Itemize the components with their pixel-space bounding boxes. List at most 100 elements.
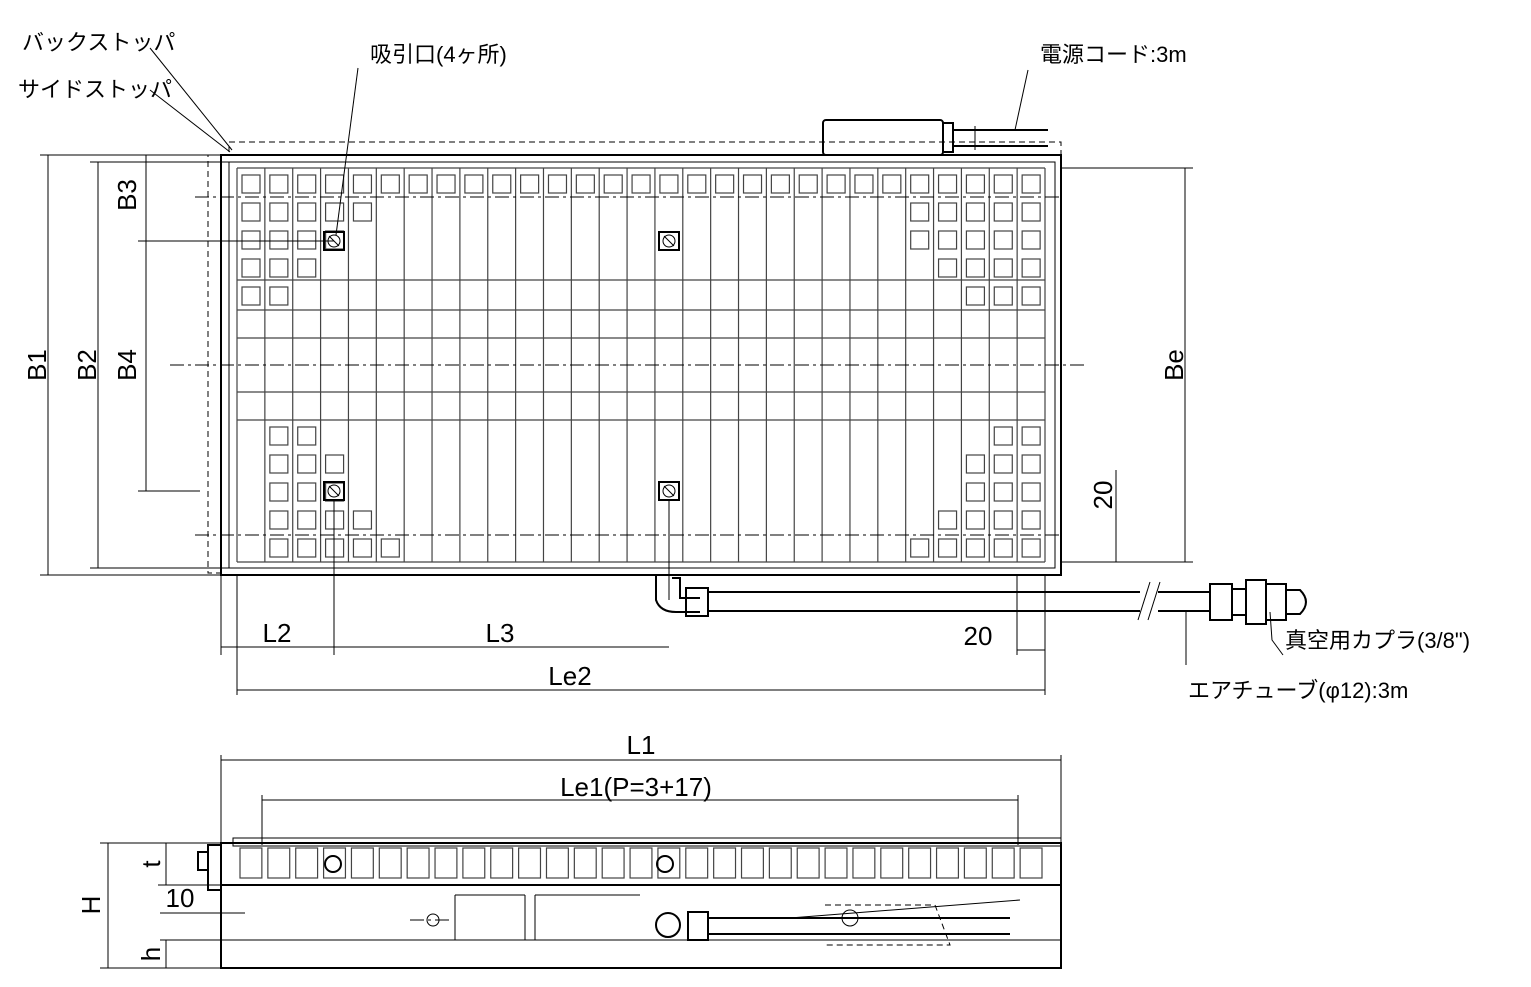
pole-square bbox=[241, 230, 261, 250]
pole-square bbox=[965, 482, 986, 502]
label-side-stopper: サイドストッパ bbox=[18, 77, 172, 102]
pole-square bbox=[380, 538, 400, 558]
pole-square bbox=[324, 454, 345, 474]
pole-square bbox=[1021, 286, 1041, 306]
vacuum-coupler bbox=[1209, 579, 1307, 625]
dim-le2: Le2 bbox=[548, 661, 591, 691]
pole-square bbox=[269, 174, 289, 194]
top-view bbox=[40, 47, 1307, 695]
side-pole-tooth bbox=[1019, 847, 1043, 879]
side-pole-tooth bbox=[239, 847, 263, 879]
side-pole-tooth bbox=[963, 847, 987, 879]
pole-square bbox=[910, 538, 930, 558]
pole-square bbox=[492, 174, 512, 194]
pole-square bbox=[882, 174, 902, 194]
label-back-stopper: バックストッパ bbox=[22, 30, 175, 55]
side-bolt bbox=[656, 855, 674, 873]
pole-square bbox=[324, 510, 345, 530]
side-view bbox=[100, 755, 1062, 969]
pole-square bbox=[937, 538, 958, 558]
side-pole-tooth bbox=[657, 847, 681, 879]
pole-square bbox=[1021, 454, 1041, 474]
pole-square bbox=[937, 258, 958, 278]
pole-square bbox=[547, 174, 568, 194]
pole-square bbox=[1021, 202, 1041, 222]
leader-suction-port bbox=[335, 67, 359, 236]
pole-square bbox=[993, 202, 1013, 222]
side-pole-tooth bbox=[685, 847, 709, 879]
dim-b3: B3 bbox=[112, 179, 142, 211]
pole-square bbox=[965, 538, 986, 558]
pole-square bbox=[603, 174, 623, 194]
pole-square bbox=[324, 174, 345, 194]
side-pole-tooth bbox=[852, 847, 876, 879]
pole-square bbox=[352, 538, 373, 558]
pole-square bbox=[241, 202, 261, 222]
side-pole-tooth bbox=[545, 847, 569, 879]
side-pole-tooth bbox=[601, 847, 625, 879]
side-pole-tooth bbox=[824, 847, 848, 879]
pole-square bbox=[352, 510, 373, 530]
dim-be: Be bbox=[1159, 349, 1189, 381]
pole-square bbox=[937, 510, 958, 530]
pole-squares bbox=[241, 174, 1041, 558]
pole-square bbox=[965, 454, 986, 474]
dim-l2: L2 bbox=[263, 618, 292, 648]
dim-h-base: h bbox=[136, 947, 166, 961]
pole-square bbox=[631, 174, 651, 194]
side-pole-tooth bbox=[350, 847, 374, 879]
pole-square bbox=[352, 202, 373, 222]
leader-side-stopper bbox=[149, 89, 231, 153]
dim-h-total: H bbox=[76, 896, 106, 915]
dim-b4: B4 bbox=[112, 349, 142, 381]
side-tube-elbow bbox=[655, 912, 681, 938]
side-bolt bbox=[324, 855, 342, 873]
magnet-grid bbox=[236, 167, 1046, 563]
pole-square bbox=[1021, 174, 1041, 194]
pole-square bbox=[993, 230, 1013, 250]
side-stopper bbox=[207, 844, 222, 891]
pole-square bbox=[408, 174, 428, 194]
pole-square bbox=[742, 174, 763, 194]
dim-20-horizontal: 20 bbox=[964, 621, 993, 651]
pole-square bbox=[241, 286, 261, 306]
pole-square bbox=[297, 510, 317, 530]
pole-square bbox=[297, 454, 317, 474]
pole-square bbox=[715, 174, 735, 194]
pole-square bbox=[965, 202, 986, 222]
pole-square bbox=[269, 230, 289, 250]
suction-port bbox=[658, 481, 680, 501]
pole-square bbox=[269, 510, 289, 530]
pole-square bbox=[241, 258, 261, 278]
pole-square bbox=[993, 510, 1013, 530]
side-dimensions bbox=[100, 755, 1062, 969]
pole-square bbox=[1021, 230, 1041, 250]
pole-square bbox=[269, 258, 289, 278]
side-pole-tooth bbox=[378, 847, 402, 879]
side-pole-tooth bbox=[796, 847, 820, 879]
dim-20-vertical: 20 bbox=[1088, 481, 1118, 510]
side-pole-tooth bbox=[518, 847, 542, 879]
side-pole-tooth bbox=[713, 847, 737, 879]
cord-box-hidden bbox=[825, 904, 951, 946]
dim-l3: L3 bbox=[486, 618, 515, 648]
pole-square bbox=[937, 174, 958, 194]
cord-gland bbox=[942, 122, 954, 153]
pole-square bbox=[993, 286, 1013, 306]
pole-square bbox=[269, 482, 289, 502]
pole-square bbox=[297, 202, 317, 222]
side-pole-tooth bbox=[295, 847, 319, 879]
side-pole-tooth bbox=[490, 847, 514, 879]
pole-square bbox=[464, 174, 484, 194]
break-mark bbox=[1137, 581, 1151, 621]
side-pole-tooth bbox=[935, 847, 960, 879]
pole-square bbox=[520, 174, 540, 194]
pole-square bbox=[993, 258, 1013, 278]
side-pole-tooth bbox=[629, 847, 653, 879]
pole-square bbox=[241, 174, 261, 194]
pole-square bbox=[1021, 510, 1041, 530]
pole-square bbox=[297, 538, 317, 558]
pole-square bbox=[380, 174, 400, 194]
pole-square bbox=[269, 454, 289, 474]
pole-square bbox=[297, 482, 317, 502]
